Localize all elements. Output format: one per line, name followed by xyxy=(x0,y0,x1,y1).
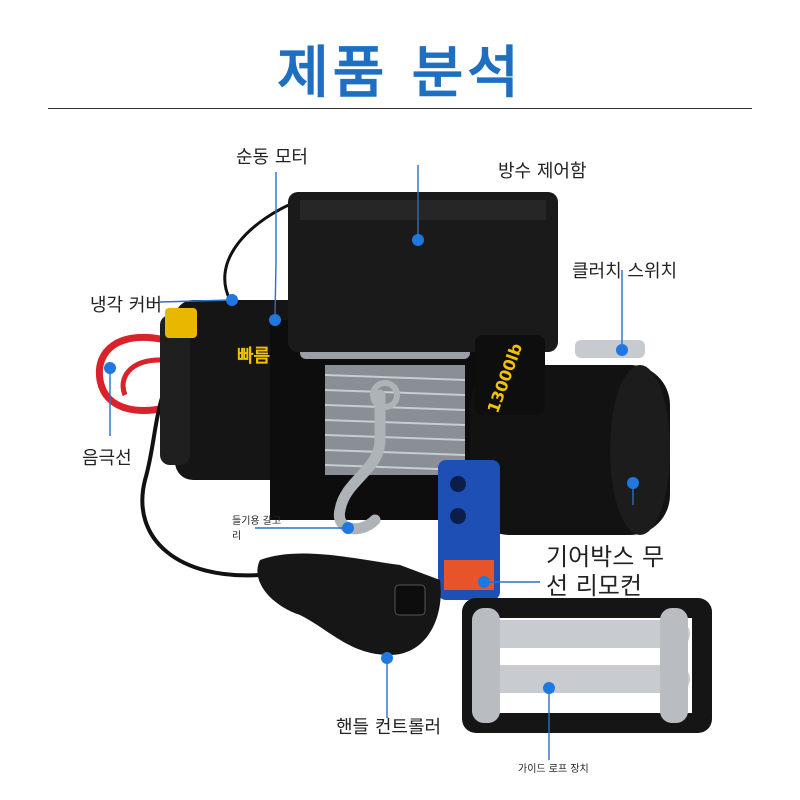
label-cooling-cover: 냉각 커버 xyxy=(90,295,162,316)
label-lifting-hook: 들기용 갈고리 xyxy=(232,516,282,542)
hook-pointer-dot xyxy=(342,522,354,534)
clutch-pointer-dot xyxy=(616,344,628,356)
clutch-lever xyxy=(575,340,645,358)
page-title: 제품 분석 xyxy=(277,41,523,106)
handle-pointer-dot xyxy=(381,652,393,664)
terminal-cap xyxy=(165,308,197,338)
motor-pointer-dot xyxy=(269,314,281,326)
remote-pointer-dot xyxy=(478,576,490,588)
negative-wire-pointer-dot xyxy=(104,362,116,374)
control-box-pointer-dot xyxy=(412,234,424,246)
label-rope-guide: 가이드 로프 장치 xyxy=(518,764,589,775)
cooling-cover-pointer-dot xyxy=(226,294,238,306)
gearbox-pointer-dot xyxy=(627,477,639,489)
label-motor: 순동 모터 xyxy=(236,147,308,168)
control-box xyxy=(288,192,558,352)
speed-badge: 빠름 xyxy=(237,346,271,367)
label-control-box: 방수 제어함 xyxy=(498,161,587,182)
label-clutch-switch: 클러치 스위치 xyxy=(572,261,678,282)
label-handle-controller: 핸들 컨트롤러 xyxy=(336,717,442,738)
red-cable xyxy=(95,333,192,414)
title-divider xyxy=(48,108,752,109)
handle-controller xyxy=(257,553,441,655)
rope-guide-pointer-dot xyxy=(543,682,555,694)
lifting-hook xyxy=(333,389,386,535)
label-gearbox-remote: 기어박스 무선 리모컨 xyxy=(546,543,665,600)
label-negative-wire: 음극선 xyxy=(82,448,132,469)
